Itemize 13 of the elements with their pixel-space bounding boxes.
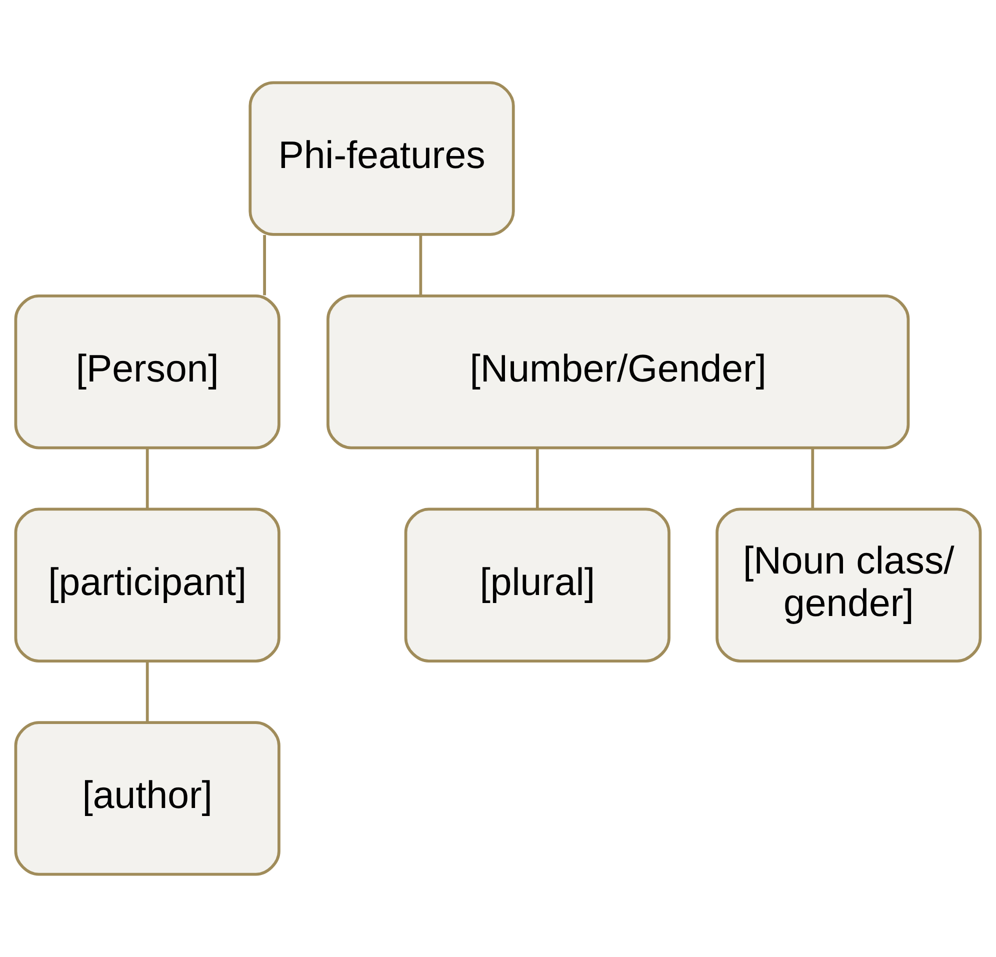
connector [536, 448, 539, 509]
connector [263, 234, 266, 296]
connector [146, 448, 149, 509]
node-box: [author] [14, 721, 280, 876]
connector [146, 662, 149, 722]
node-box: [plural] [404, 508, 670, 662]
connector [419, 234, 422, 296]
node-box: [Number/Gender] [326, 294, 910, 450]
node-box: Phi-features [248, 81, 515, 236]
connector [811, 448, 814, 509]
node-box: [Noun class/ gender] [716, 508, 982, 662]
node-box: [Person] [14, 294, 280, 450]
node-box: [participant] [14, 508, 280, 662]
